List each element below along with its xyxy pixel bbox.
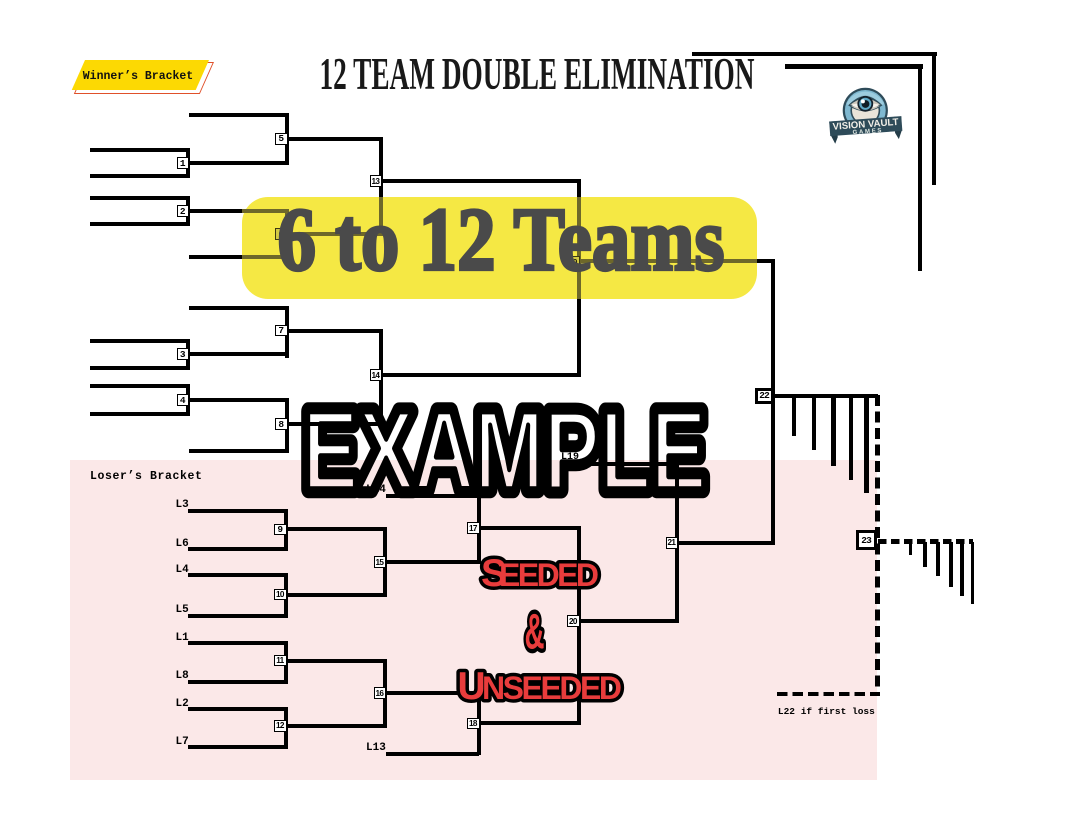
svg-text:S: S (481, 552, 507, 595)
svg-text:&: & (525, 603, 545, 660)
svg-text:NSEEDED: NSEEDED (482, 670, 622, 706)
svg-text:6 to 12 Teams: 6 to 12 Teams (278, 191, 725, 290)
svg-text:S: S (481, 552, 507, 595)
svg-text:EEDED: EEDED (499, 557, 599, 593)
svg-text:GAMES: GAMES (853, 128, 884, 136)
svg-text:EXAMPLE: EXAMPLE (303, 388, 707, 513)
svg-text:U: U (458, 665, 486, 708)
svg-text:U: U (458, 665, 486, 708)
svg-text:12 TEAM DOUBLE ELIMINATION: 12 TEAM DOUBLE ELIMINATION (320, 49, 755, 99)
svg-text:EEDED: EEDED (499, 557, 599, 593)
svg-text:NSEEDED: NSEEDED (482, 670, 622, 706)
svg-text:VISION VAULT: VISION VAULT (832, 117, 899, 133)
svg-text:&: & (525, 603, 545, 660)
